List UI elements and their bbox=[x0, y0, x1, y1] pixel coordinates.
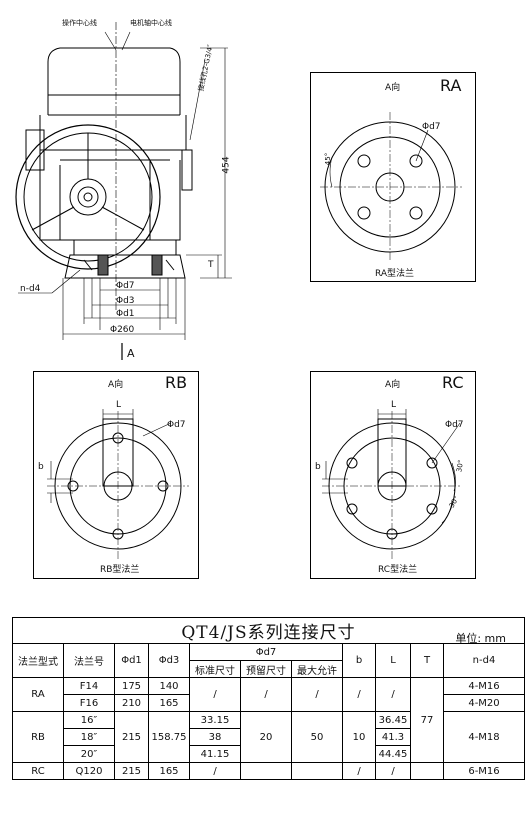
rb-flange-drawing bbox=[47, 409, 189, 561]
rc-b: / bbox=[342, 762, 376, 780]
rc-code-label: RC bbox=[442, 373, 464, 392]
d260-dimension: Φ260 bbox=[110, 325, 135, 335]
ra-code-label: RA bbox=[440, 76, 462, 95]
ra-f16-no: F16 bbox=[63, 694, 115, 712]
d3-dimension: Φd3 bbox=[116, 296, 135, 306]
ra-l: / bbox=[375, 677, 411, 712]
table-row: RB 16″ 215 158.75 33.15 20 50 10 36.45 4… bbox=[12, 711, 525, 763]
rc-l-label: L bbox=[391, 400, 397, 410]
rb-caption: RB型法兰 bbox=[100, 565, 140, 575]
rb-d7-label: Φd7 bbox=[167, 420, 186, 430]
rc-t bbox=[410, 762, 444, 780]
header-d7-res: 预留尺寸 bbox=[240, 660, 292, 678]
ra-b: / bbox=[342, 677, 376, 712]
rb-16-no: 16″ bbox=[63, 711, 115, 729]
height-dimension: 454 bbox=[221, 156, 232, 174]
header-d1: Φd1 bbox=[114, 643, 149, 678]
rb-20-l: 44.45 bbox=[375, 745, 411, 763]
table-row: 20″ 41.15 44.45 bbox=[13, 745, 525, 763]
rc-l: / bbox=[375, 762, 411, 780]
header-t: T bbox=[410, 643, 444, 678]
ra-f14-no: F14 bbox=[63, 677, 115, 695]
rb-b: 10 bbox=[342, 711, 376, 763]
actuator-centerline-label: 电机轴中心线 bbox=[130, 19, 172, 27]
ra-d7-label: Φd7 bbox=[422, 122, 441, 132]
rc-no: Q120 bbox=[63, 762, 115, 780]
ra-view-label: A向 bbox=[385, 83, 401, 93]
view-a-label: A bbox=[127, 347, 135, 360]
header-nd4: n-d4 bbox=[443, 643, 525, 678]
d7-dimension: Φd7 bbox=[116, 281, 135, 291]
rc-view-label: A向 bbox=[385, 380, 401, 390]
rc-type: RC bbox=[12, 762, 64, 780]
header-d7-std: 标准尺寸 bbox=[189, 660, 241, 678]
rc-flange-box bbox=[310, 371, 476, 579]
rc-caption: RC型法兰 bbox=[378, 565, 418, 575]
ra-angle-label: 45° bbox=[324, 152, 333, 166]
rc-d7-res bbox=[240, 762, 292, 780]
rb-18-no: 18″ bbox=[63, 728, 115, 746]
ra-type: RA bbox=[12, 677, 64, 712]
header-d3: Φd3 bbox=[148, 643, 190, 678]
rb-18-d7-std: 38 bbox=[189, 728, 241, 746]
t-value: 77 bbox=[410, 677, 444, 763]
rc-nd4: 6-M16 bbox=[443, 762, 525, 780]
rb-18-l: 41.3 bbox=[375, 728, 411, 746]
nd4-label: n-d4 bbox=[20, 284, 41, 294]
ra-flange-drawing bbox=[320, 112, 462, 262]
rb-20-d7-std: 41.15 bbox=[189, 745, 241, 763]
rc-d1: 215 bbox=[114, 762, 149, 780]
table-row: RC Q120 215 165 / / / 6-M16 bbox=[12, 762, 525, 780]
rb-d7-res: 20 bbox=[240, 711, 292, 763]
rb-type: RB bbox=[12, 711, 64, 763]
table-row: RA F14 175 140 / / / / / 77 4-M16 bbox=[12, 677, 525, 763]
ra-f16-d1: 210 bbox=[114, 694, 149, 712]
handwheel-centerline-label: 操作中心线 bbox=[62, 19, 97, 27]
actuator-drawing bbox=[15, 22, 232, 360]
rb-nd4: 4-M18 bbox=[443, 711, 525, 763]
header-d7: Φd7 bbox=[189, 643, 343, 661]
header-flange-type: 法兰型式 bbox=[12, 643, 64, 678]
ra-f16-nd4: 4-M20 bbox=[443, 694, 525, 712]
rb-l-label: L bbox=[116, 400, 122, 410]
rc-flange-drawing bbox=[322, 409, 462, 561]
rc-d7-label: Φd7 bbox=[445, 420, 464, 430]
rc-d7-std: / bbox=[189, 762, 241, 780]
rb-d1: 215 bbox=[114, 711, 149, 763]
rb-20-no: 20″ bbox=[63, 745, 115, 763]
table-row: F16 210 165 4-M20 bbox=[13, 694, 525, 712]
table-title-cell: QT4/JS系列连接尺寸 单位: mm bbox=[12, 617, 525, 645]
ra-d7-max: / bbox=[291, 677, 343, 712]
header-d7-max: 最大允许 bbox=[291, 660, 343, 678]
rb-view-label: A向 bbox=[108, 380, 124, 390]
header-flange-no: 法兰号 bbox=[63, 643, 115, 678]
d1-dimension: Φd1 bbox=[116, 309, 135, 319]
rc-d3: 165 bbox=[148, 762, 190, 780]
rb-flange-box bbox=[33, 371, 199, 579]
table-title: QT4/JS系列连接尺寸 bbox=[181, 623, 356, 643]
rc-d7-max bbox=[291, 762, 343, 780]
rb-b-label: b bbox=[38, 462, 44, 472]
ra-d7-res: / bbox=[240, 677, 292, 712]
header-b: b bbox=[342, 643, 376, 678]
rb-16-d7-std: 33.15 bbox=[189, 711, 241, 729]
table-unit: 单位: mm bbox=[455, 632, 506, 645]
ra-f14-d1: 175 bbox=[114, 677, 149, 695]
rb-16-l: 36.45 bbox=[375, 711, 411, 729]
rb-code-label: RB bbox=[165, 373, 188, 392]
rc-b-label: b bbox=[315, 462, 321, 472]
ra-d7-std: / bbox=[189, 677, 241, 712]
rb-d7-max: 50 bbox=[291, 711, 343, 763]
ra-f14-nd4: 4-M16 bbox=[443, 677, 525, 695]
ra-f14-d3: 140 bbox=[148, 677, 190, 695]
connection-dimensions-table: QT4/JS系列连接尺寸 单位: mm 法兰型式 法兰号 Φd1 Φd3 Φd7… bbox=[12, 617, 525, 780]
ra-caption: RA型法兰 bbox=[375, 269, 415, 279]
ra-f16-d3: 165 bbox=[148, 694, 190, 712]
ra-flange-box bbox=[310, 72, 476, 282]
t-dimension: T bbox=[208, 260, 214, 270]
rb-d3: 158.75 bbox=[148, 711, 190, 763]
header-l: L bbox=[375, 643, 411, 678]
